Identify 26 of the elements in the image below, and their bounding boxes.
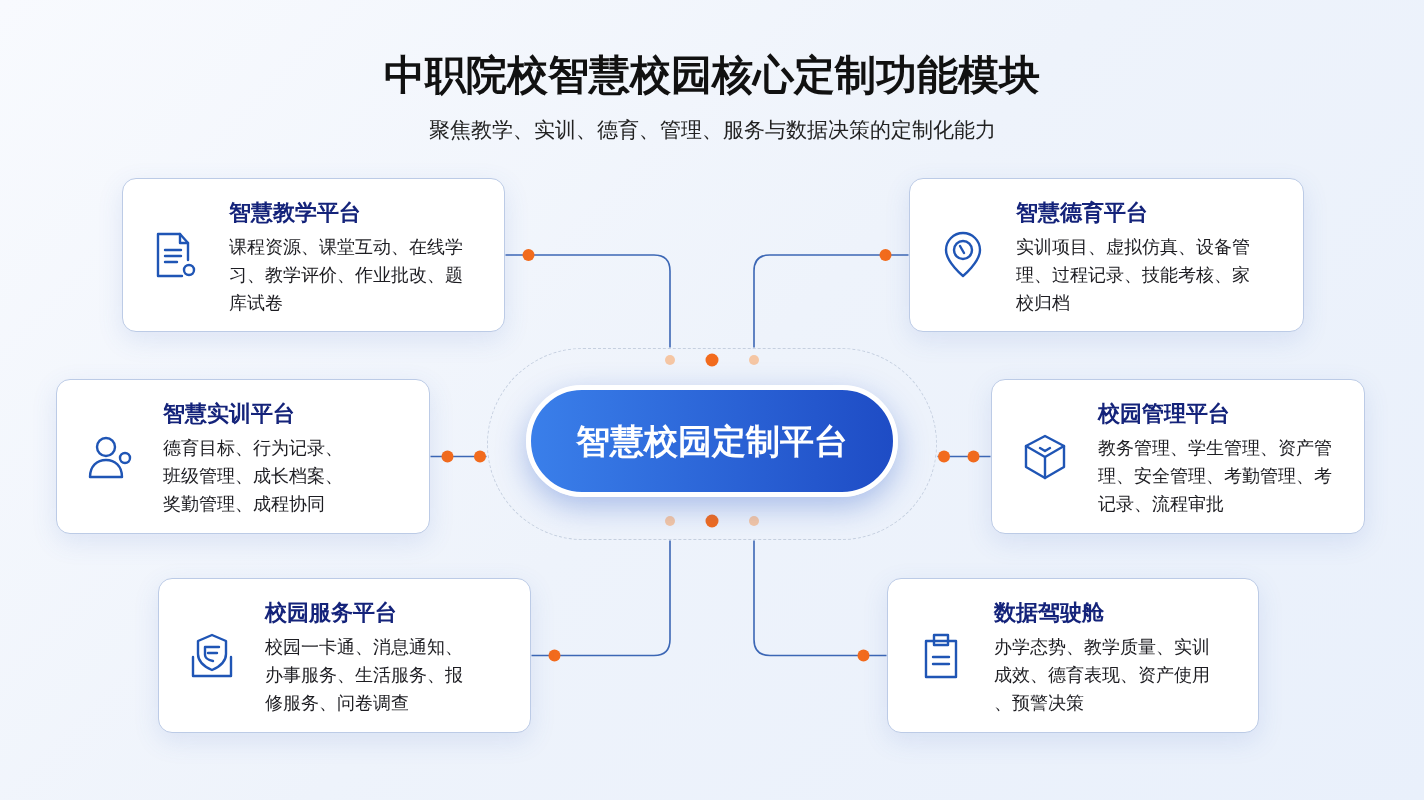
card-heading: 智慧实训平台	[163, 400, 295, 428]
card-heading: 校园管理平台	[1098, 400, 1230, 428]
connector-line	[753, 254, 910, 349]
card-description: 德育目标、行为记录、班级管理、成长档案、奖勤管理、成程协同	[163, 437, 344, 516]
card-description: 办学态势、教学质量、实训成效、德育表现、资产使用、预警决策	[994, 636, 1211, 715]
card-description: 课程资源、课堂互动、在线学习、教学评价、作业批改、题库试卷	[229, 236, 464, 315]
platform-card	[158, 578, 531, 733]
connector-line	[753, 539, 888, 657]
hub-pill: 智慧校园定制平台	[526, 385, 898, 497]
page-title: 中职院校智慧校园核心定制功能模块	[384, 51, 1040, 100]
platform-card	[887, 578, 1259, 733]
card-heading: 数据驾驶舱	[994, 599, 1104, 627]
connector-line	[504, 254, 671, 349]
card-description: 实训项目、虚拟仿真、设备管理、过程记录、技能考核、家校归档	[1016, 236, 1251, 315]
card-heading: 智慧德育平台	[1016, 199, 1148, 227]
connector-line	[530, 539, 671, 657]
platform-card	[56, 379, 430, 534]
subtitle: 聚焦教学、实训、德育、管理、服务与数据决策的定制化能力	[428, 117, 996, 143]
card-description: 教务管理、学生管理、资产管理、安全管理、考勤管理、考记录、流程审批	[1098, 437, 1333, 516]
connector-line	[429, 455, 488, 458]
card-heading: 智慧教学平台	[229, 199, 361, 227]
card-heading: 校园服务平台	[265, 599, 397, 627]
platform-card	[122, 178, 505, 332]
platform-card	[909, 178, 1304, 332]
platform-card	[991, 379, 1365, 534]
card-description: 校园一卡通、消息通知、办事服务、生活服务、报修服务、问卷调查	[265, 636, 464, 715]
